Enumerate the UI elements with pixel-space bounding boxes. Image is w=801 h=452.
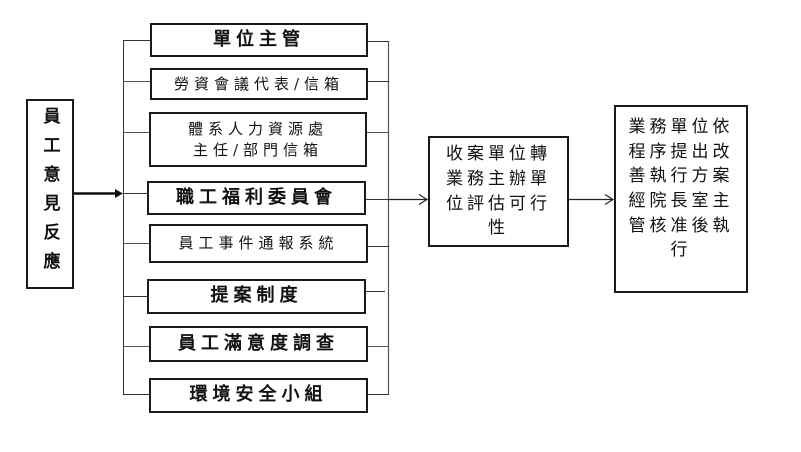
channel-box-incident-reporting: 員工事件通報系統 xyxy=(149,224,368,263)
channel-label: 勞資會議代表/信箱 xyxy=(173,74,345,93)
channel-label: 體系人力資源處 主任/部門信箱 xyxy=(187,120,328,159)
evaluate-label: 收案單位轉業務主辦單位評估可行性 xyxy=(446,144,551,239)
channel-box-hr-office: 體系人力資源處 主任/部門信箱 xyxy=(149,112,367,167)
channel-label: 員工滿意度調查 xyxy=(178,332,339,354)
channel-box-welfare-committee: 職工福利委員會 xyxy=(147,181,366,215)
execute-label: 業務單位依程序提出改善執行方案經院長室主管核准後執行 xyxy=(628,117,734,261)
channel-box-labor-meeting: 勞資會議代表/信箱 xyxy=(150,68,368,100)
channel-label: 提案制度 xyxy=(210,285,303,307)
channel-label: 職工福利委員會 xyxy=(176,186,337,208)
bracket-to-evaluate-arrowhead xyxy=(418,193,429,206)
channel-box-proposal-system: 提案制度 xyxy=(147,279,366,314)
source-arrowhead xyxy=(115,189,123,198)
source-box-employee-feedback: 員工意見反應 xyxy=(26,99,74,289)
source-label: 員工意見反應 xyxy=(39,107,60,281)
execute-box: 業務單位依程序提出改善執行方案經院長室主管核准後執行 xyxy=(614,105,748,293)
channel-label: 員工事件通報系統 xyxy=(178,234,339,253)
channel-label: 環境安全小組 xyxy=(189,384,328,406)
channel-label: 單位主管 xyxy=(213,28,305,50)
channel-box-satisfaction-survey: 員工滿意度調查 xyxy=(149,326,368,362)
channel-box-env-safety: 環境安全小組 xyxy=(149,378,368,413)
evaluate-box: 收案單位轉業務主辦單位評估可行性 xyxy=(428,136,569,247)
evaluate-to-execute-arrowhead xyxy=(604,193,615,206)
channel-box-unit-supervisor: 單位主管 xyxy=(150,23,368,57)
